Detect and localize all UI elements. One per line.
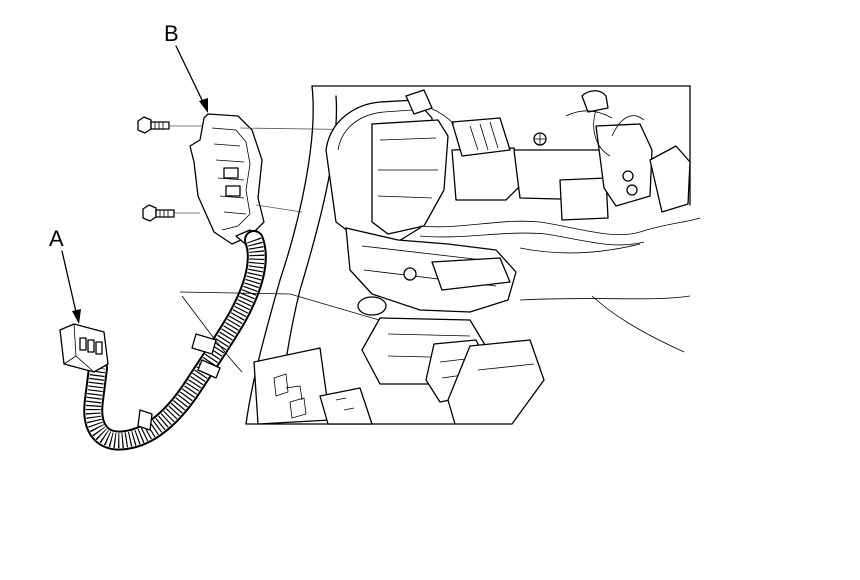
leader-arrow-b xyxy=(175,45,208,113)
connector-a xyxy=(59,323,109,373)
callout-label-a: A xyxy=(49,226,64,251)
bolt-lower xyxy=(142,204,200,222)
wire-harness xyxy=(83,230,267,451)
leader-arrow-a xyxy=(61,250,81,324)
callout-label-b: B xyxy=(164,21,179,46)
cover-bracket-b xyxy=(189,113,381,249)
steering-column-assembly xyxy=(179,85,701,425)
bolt-upper xyxy=(137,116,205,134)
